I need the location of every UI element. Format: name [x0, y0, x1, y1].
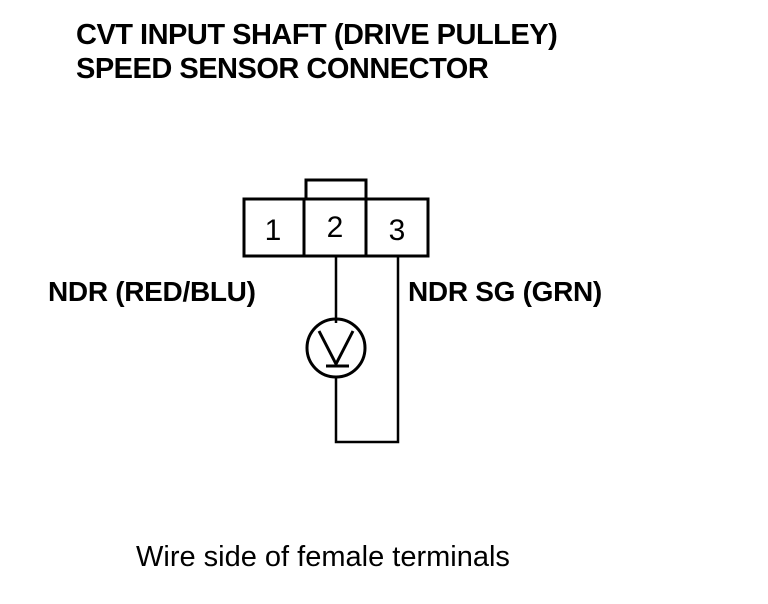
terminal-3: 3 [389, 214, 406, 247]
terminal-1: 1 [265, 214, 282, 247]
diagram-title: CVT INPUT SHAFT (DRIVE PULLEY) SPEED SEN… [76, 18, 558, 86]
title-line-1: CVT INPUT SHAFT (DRIVE PULLEY) [76, 19, 558, 51]
voltmeter-icon [305, 317, 367, 379]
diagram-caption: Wire side of female terminals [136, 541, 510, 573]
connector-lock-tab [304, 178, 368, 201]
wire-return-to-terminal-3 [334, 256, 400, 444]
terminal-2: 2 [327, 211, 344, 244]
wire-label-ndr: NDR (RED/BLU) [48, 276, 256, 307]
wire-label-ndr-sg: NDR SG (GRN) [408, 276, 602, 307]
title-line-2: SPEED SENSOR CONNECTOR [76, 53, 489, 85]
